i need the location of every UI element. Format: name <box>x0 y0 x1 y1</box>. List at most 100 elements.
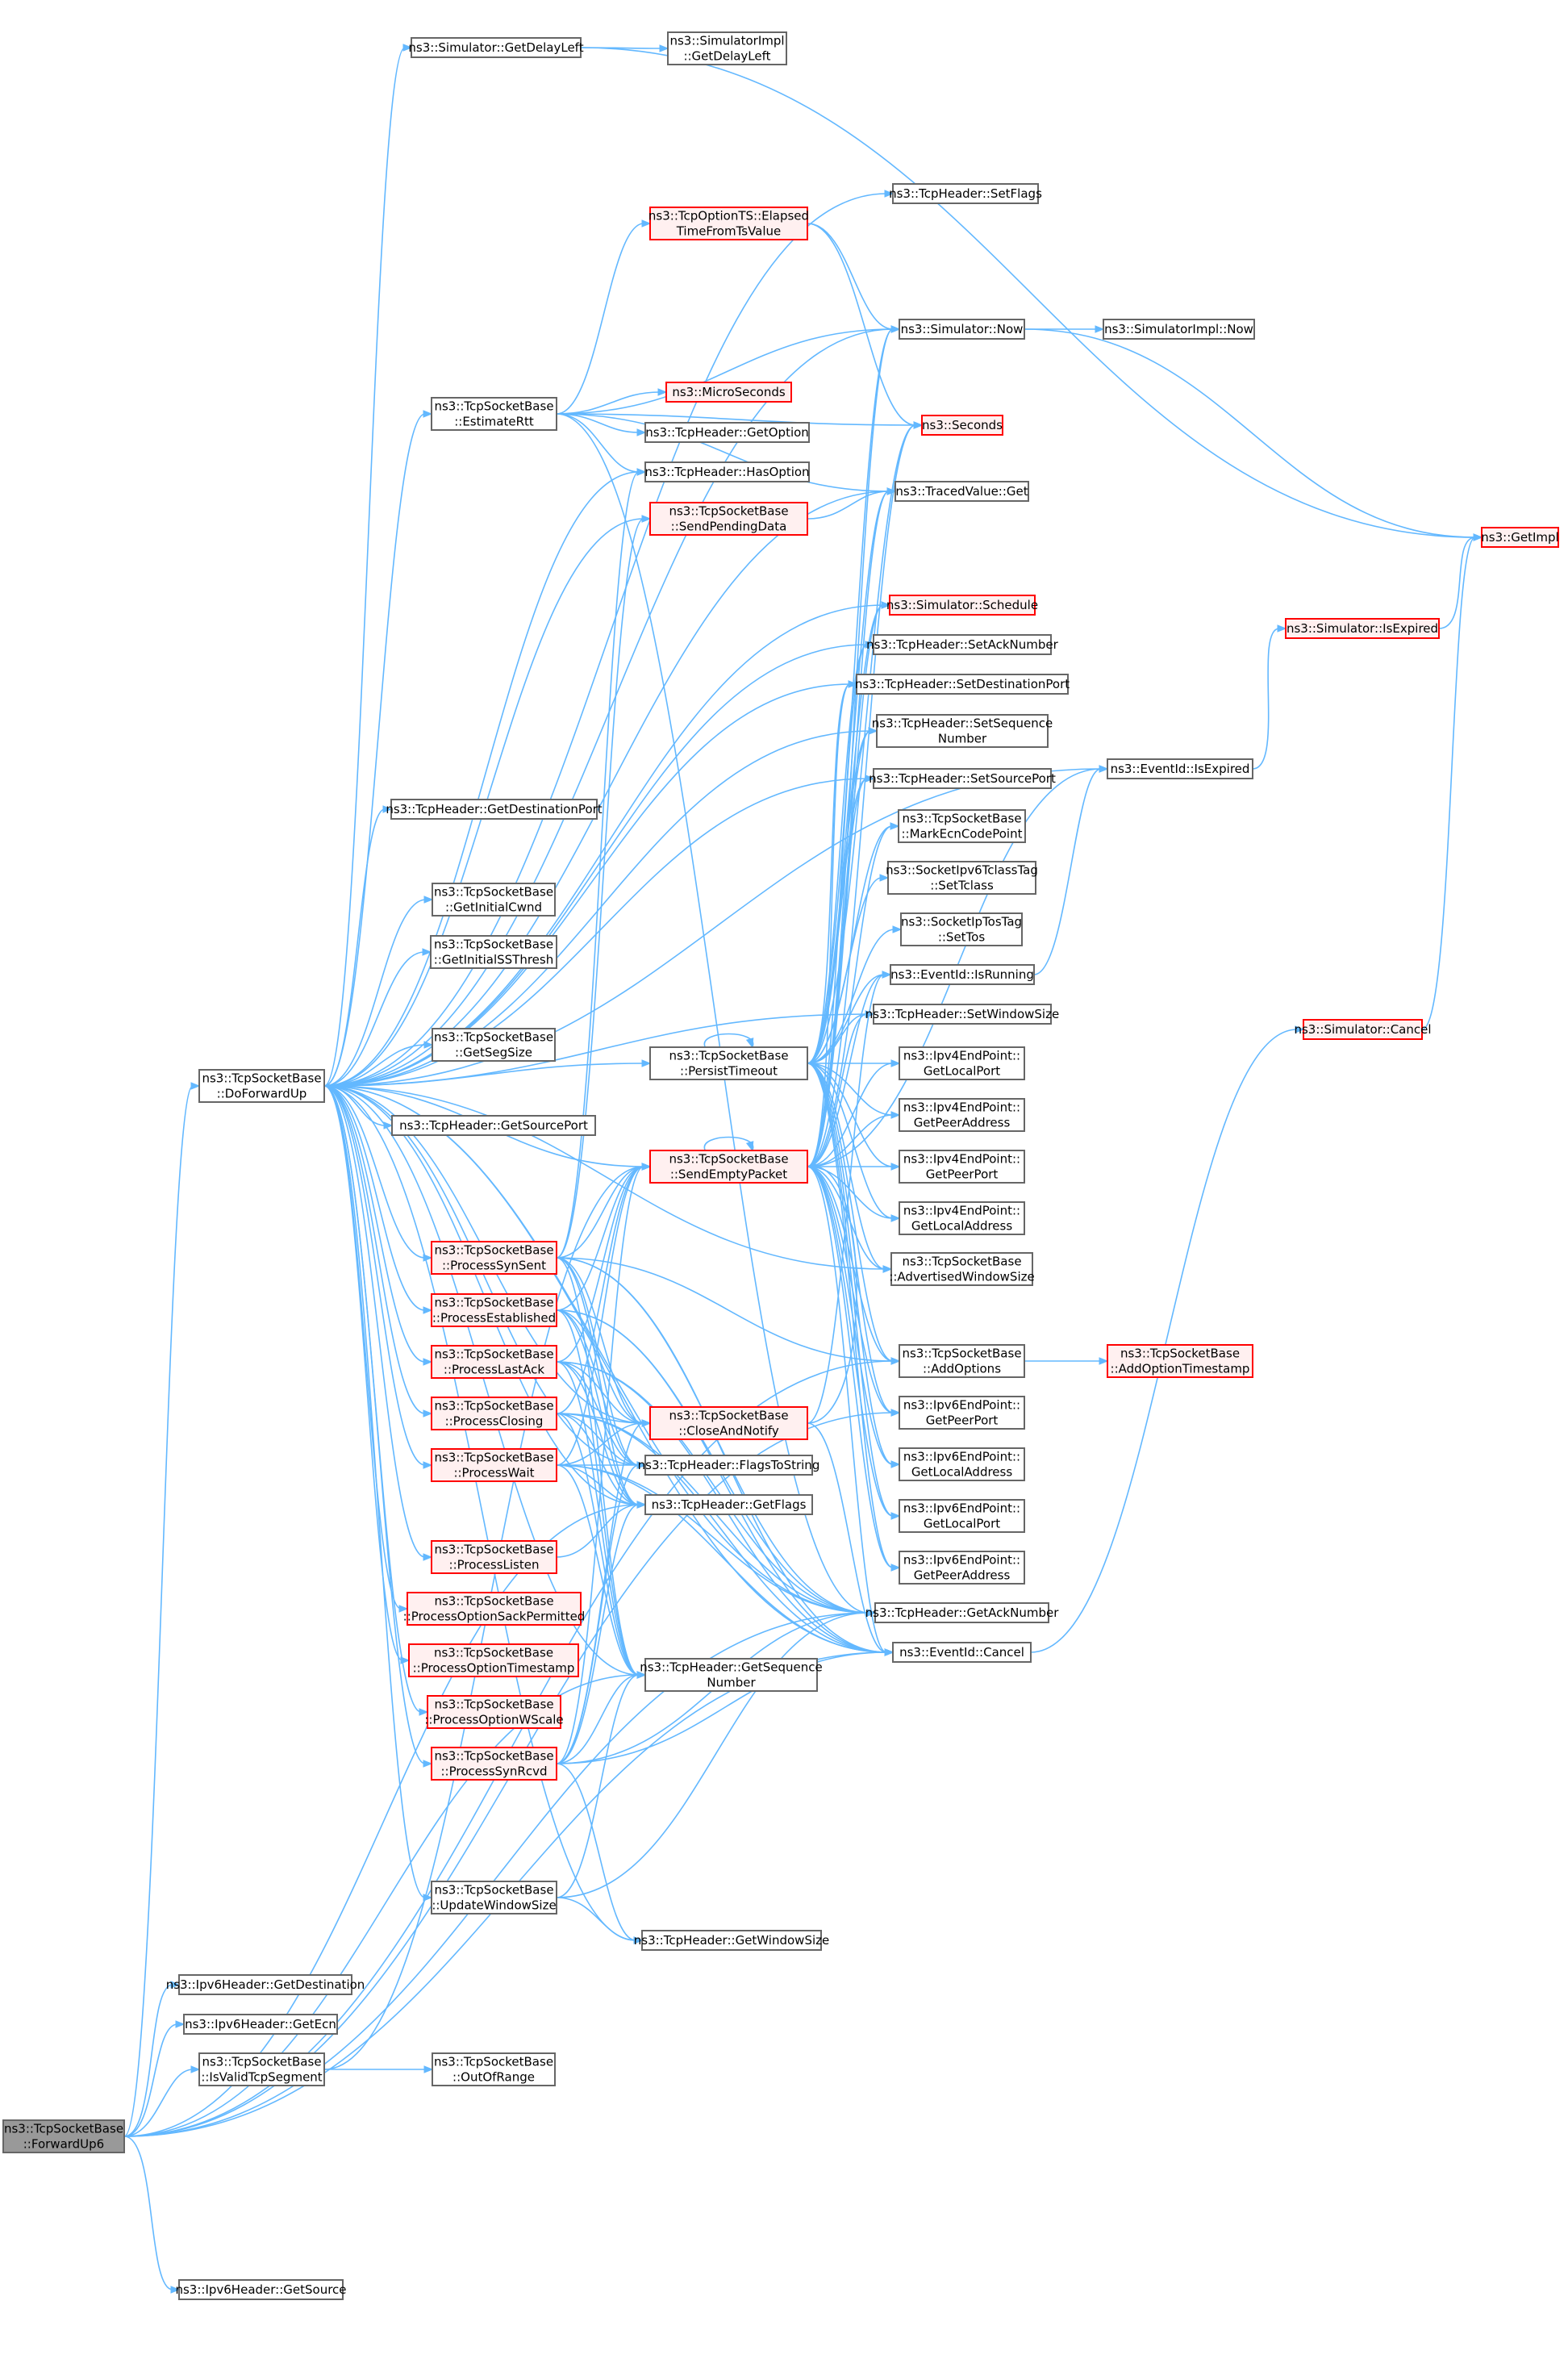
node-sendempty[interactable]: ns3::TcpSocketBase::SendEmptyPacket <box>649 1150 808 1184</box>
node-getdestport[interactable]: ns3::TcpHeader::GetDestinationPort <box>386 799 603 820</box>
edge-processwait-to-eventcancel <box>556 1464 887 1653</box>
node-ipv6peeraddr[interactable]: ns3::Ipv6EndPoint::GetPeerAddress <box>899 1551 1025 1585</box>
node-advwindow[interactable]: ns3::TcpSocketBase::AdvertisedWindowSize <box>889 1252 1035 1286</box>
node-ipv4peerport[interactable]: ns3::Ipv4EndPoint::GetPeerPort <box>899 1150 1025 1184</box>
node-label: ::GetDelayLeft <box>683 49 770 64</box>
node-addoptions[interactable]: ns3::TcpSocketBase::AddOptions <box>899 1344 1025 1378</box>
node-getoption[interactable]: ns3::TcpHeader::GetOption <box>644 422 810 443</box>
arrowhead <box>636 1501 647 1509</box>
node-isvalidseg[interactable]: ns3::TcpSocketBase::IsValidTcpSegment <box>198 2052 325 2086</box>
node-label: ns3::TcpSocketBase <box>434 1296 553 1310</box>
node-box <box>649 1150 808 1184</box>
node-tracedget[interactable]: ns3::TracedValue::Get <box>895 481 1029 502</box>
node-box <box>1107 1344 1253 1378</box>
node-getflags[interactable]: ns3::TcpHeader::GetFlags <box>644 1494 813 1515</box>
node-processlisten[interactable]: ns3::TcpSocketBase::ProcessListen <box>431 1540 557 1574</box>
node-label: ns3::Ipv4EndPoint:: <box>903 1100 1020 1115</box>
node-label: ::ProcessClosing <box>445 1414 544 1429</box>
node-setacknumber[interactable]: ns3::TcpHeader::SetAckNumber <box>866 634 1059 655</box>
node-ipv6localport[interactable]: ns3::Ipv6EndPoint::GetLocalPort <box>899 1499 1025 1533</box>
node-updatewindow[interactable]: ns3::TcpSocketBase::UpdateWindowSize <box>431 1881 557 1914</box>
node-isexpiredsim[interactable]: ns3::Simulator::IsExpired <box>1285 618 1440 639</box>
node-microseconds[interactable]: ns3::MicroSeconds <box>665 382 792 403</box>
node-closing[interactable]: ns3::TcpSocketBase::ProcessClosing <box>431 1397 557 1430</box>
node-estimatertt[interactable]: ns3::TcpSocketBase::EstimateRtt <box>431 397 557 431</box>
node-closeandnotify[interactable]: ns3::TcpSocketBase::CloseAndNotify <box>649 1406 808 1440</box>
node-getacknumber[interactable]: ns3::TcpHeader::GetAckNumber <box>865 1602 1060 1623</box>
node-now[interactable]: ns3::Simulator::Now <box>899 319 1025 340</box>
arrowhead <box>423 1041 434 1049</box>
edge-sendpending-to-tracedget <box>807 491 890 520</box>
node-label: ns3::Ipv4EndPoint:: <box>903 1049 1020 1063</box>
node-established[interactable]: ns3::TcpSocketBase::ProcessEstablished <box>431 1293 557 1327</box>
node-setwindowsize[interactable]: ns3::TcpHeader::SetWindowSize <box>865 1004 1059 1025</box>
node-sackperm[interactable]: ns3::TcpSocketBase::ProcessOptionSackPer… <box>403 1592 586 1626</box>
node-box <box>921 415 1003 436</box>
node-synrcvd[interactable]: ns3::TcpSocketBase::ProcessSynRcvd <box>431 1747 557 1781</box>
node-simcancel[interactable]: ns3::Simulator::Cancel <box>1294 1019 1432 1040</box>
node-hasoption[interactable]: ns3::TcpHeader::HasOption <box>644 461 810 482</box>
node-setdestport[interactable]: ns3::TcpHeader::SetDestinationPort <box>855 674 1070 695</box>
node-label: ns3::TcpHeader::SetDestinationPort <box>855 677 1070 691</box>
node-getimpl[interactable]: ns3::GetImpl <box>1481 527 1559 548</box>
node-schedule[interactable]: ns3::Simulator::Schedule <box>886 595 1038 616</box>
node-box <box>198 2052 325 2086</box>
node-ipv6getdest[interactable]: ns3::Ipv6Header::GetDestination <box>166 1974 365 1995</box>
node-setsourceport[interactable]: ns3::TcpHeader::SetSourcePort <box>869 768 1056 789</box>
node-implgetdelayleft[interactable]: ns3::SimulatorImpl::GetDelayLeft <box>667 31 787 65</box>
node-getsourceport[interactable]: ns3::TcpHeader::GetSourcePort <box>391 1115 596 1136</box>
node-settclass[interactable]: ns3::SocketIpv6TclassTag::SetTclass <box>886 861 1038 895</box>
edge-updatewindow-to-getwindowsize <box>556 1897 636 1941</box>
node-label: ::DoForwardUp <box>217 1087 307 1101</box>
node-addoptionts[interactable]: ns3::TcpSocketBase::AddOptionTimestamp <box>1107 1344 1253 1378</box>
node-implnow[interactable]: ns3::SimulatorImpl::Now <box>1103 319 1255 340</box>
node-flagstostring[interactable]: ns3::TcpHeader::FlagsToString <box>638 1455 820 1476</box>
node-box <box>431 1881 557 1914</box>
arrowhead <box>423 896 434 904</box>
node-doforwardup[interactable]: ns3::TcpSocketBase::DoForwardUp <box>198 1069 325 1103</box>
node-getinitialcwnd[interactable]: ns3::TcpSocketBase::GetInitialCwnd <box>432 883 556 917</box>
edge-lastack-to-getseqnumber <box>556 1361 640 1676</box>
node-ipv6getsource[interactable]: ns3::Ipv6Header::GetSource <box>175 2279 347 2300</box>
node-sendpending[interactable]: ns3::TcpSocketBase::SendPendingData <box>649 502 808 536</box>
node-ipv4localaddr[interactable]: ns3::Ipv4EndPoint::GetLocalAddress <box>899 1201 1025 1235</box>
node-processwait[interactable]: ns3::TcpSocketBase::ProcessWait <box>431 1448 557 1482</box>
edge-synsent-to-hasoption <box>556 471 640 1259</box>
node-getdelayleft[interactable]: ns3::Simulator::GetDelayLeft <box>408 37 584 58</box>
edge-estimatertt-to-elapsed <box>556 223 644 415</box>
node-getinitialssth[interactable]: ns3::TcpSocketBase::GetInitialSSThresh <box>430 935 557 969</box>
node-getsegsize[interactable]: ns3::TcpSocketBase::GetSegSize <box>432 1028 556 1062</box>
node-seconds[interactable]: ns3::Seconds <box>921 415 1003 436</box>
node-wscale[interactable]: ns3::TcpSocketBase::ProcessOptionWScale <box>424 1695 564 1729</box>
node-ipv6peerport[interactable]: ns3::Ipv6EndPoint::GetPeerPort <box>899 1396 1025 1430</box>
arrowhead <box>1277 624 1287 633</box>
node-box <box>649 502 808 536</box>
node-eventisexpired[interactable]: ns3::EventId::IsExpired <box>1107 758 1253 779</box>
edge-doforwardup-to-estimatertt <box>323 413 426 1087</box>
node-ipv4peeraddr[interactable]: ns3::Ipv4EndPoint::GetPeerAddress <box>899 1098 1025 1132</box>
node-label: ns3::TcpHeader::HasOption <box>644 465 809 479</box>
node-ipv4localport[interactable]: ns3::Ipv4EndPoint::GetLocalPort <box>899 1046 1025 1080</box>
node-setflags[interactable]: ns3::TcpHeader::SetFlags <box>889 183 1042 204</box>
node-optts[interactable]: ns3::TcpSocketBase::ProcessOptionTimesta… <box>408 1643 579 1677</box>
node-forwardup6[interactable]: ns3::TcpSocketBase::ForwardUp6 <box>2 2119 125 2153</box>
edge-sendempty-to-ipv6localaddr <box>807 1166 894 1465</box>
node-getwindowsize[interactable]: ns3::TcpHeader::GetWindowSize <box>634 1930 829 1951</box>
node-settos[interactable]: ns3::SocketIpTosTag::SetTos <box>900 912 1023 946</box>
node-label: GetLocalAddress <box>911 1219 1013 1234</box>
node-markecn[interactable]: ns3::TcpSocketBase::MarkEcnCodePoint <box>898 809 1026 843</box>
node-lastack[interactable]: ns3::TcpSocketBase::ProcessLastAck <box>431 1345 557 1379</box>
node-synsent[interactable]: ns3::TcpSocketBase::ProcessSynSent <box>431 1241 557 1275</box>
node-label: ns3::TcpSocketBase <box>434 1749 553 1764</box>
node-ipv6localaddr[interactable]: ns3::Ipv6EndPoint::GetLocalAddress <box>899 1447 1025 1481</box>
node-box <box>649 1406 808 1440</box>
node-isrunning[interactable]: ns3::EventId::IsRunning <box>890 964 1035 985</box>
node-ipv6getecn[interactable]: ns3::Ipv6Header::GetEcn <box>183 2014 338 2035</box>
node-outofrange[interactable]: ns3::TcpSocketBase::OutOfRange <box>432 2052 556 2086</box>
arrowhead <box>890 1564 901 1572</box>
node-eventcancel[interactable]: ns3::EventId::Cancel <box>892 1642 1032 1663</box>
node-persisttimeout[interactable]: ns3::TcpSocketBase::PersistTimeout <box>649 1046 808 1080</box>
